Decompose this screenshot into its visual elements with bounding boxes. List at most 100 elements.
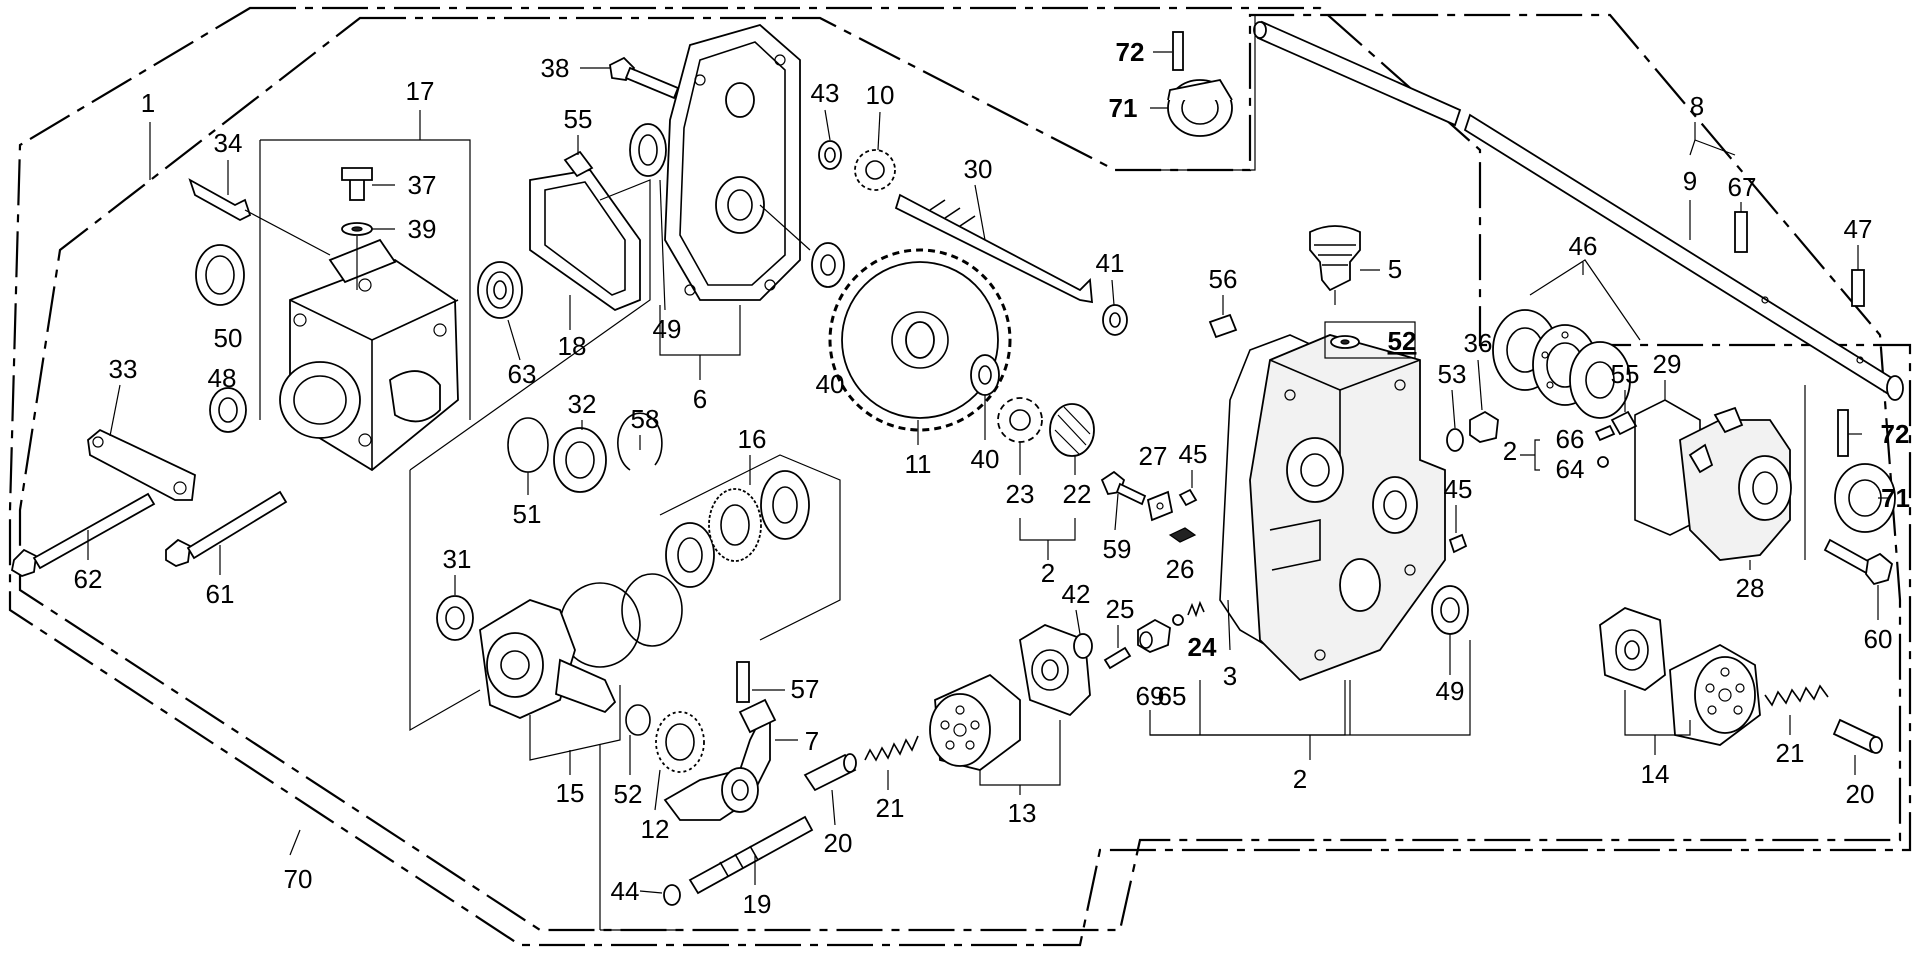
callout-47: 47 (1844, 214, 1873, 244)
callout-16: 16 (738, 424, 767, 454)
callout-33: 33 (109, 354, 138, 384)
callout-24: 24 (1188, 632, 1217, 662)
gear-10 (854, 149, 896, 191)
callout-17: 17 (406, 76, 435, 106)
snap-ring-58 (617, 412, 663, 471)
callout-64: 64 (1556, 454, 1585, 484)
callout-23: 23 (1006, 479, 1035, 509)
bracket-14 (1624, 690, 1691, 736)
pin-72-right (1837, 409, 1849, 457)
callout-49-upper: 49 (653, 314, 682, 344)
callout-11: 11 (905, 449, 932, 479)
thrust-washer-40-upper (811, 242, 845, 288)
leader-70 (289, 829, 301, 856)
thrust-washer-40-lower (970, 354, 1000, 396)
pump-rotor-14 (1669, 643, 1761, 746)
callout-36: 36 (1464, 328, 1493, 358)
pin-25 (1103, 646, 1132, 670)
leader-42 (1075, 609, 1081, 635)
inner-assembly-boundary (18, 13, 1902, 932)
callout-7: 7 (805, 726, 819, 756)
box-52-upper (1324, 321, 1416, 359)
callout-6: 6 (693, 384, 707, 414)
bearing-32 (553, 427, 607, 493)
leader-12 (654, 769, 661, 811)
callout-19: 19 (743, 889, 772, 919)
washer-42 (1073, 633, 1093, 659)
cap-5 (1309, 225, 1361, 305)
callout-18: 18 (558, 331, 587, 361)
callout-13: 13 (1008, 798, 1037, 828)
callout-59: 59 (1103, 534, 1132, 564)
callout-41: 41 (1096, 248, 1125, 278)
callout-20-left: 20 (824, 828, 853, 858)
gear-23 (997, 397, 1043, 443)
callout-72-right: 72 (1881, 419, 1910, 449)
pin-20-right (1832, 718, 1883, 754)
callout-56: 56 (1209, 264, 1238, 294)
nipple-45-a (1178, 488, 1198, 507)
case-cover-6 (664, 24, 801, 301)
oil-seal-48 (209, 387, 247, 433)
leader-59 (1114, 493, 1119, 531)
needle-bearing-16 (708, 488, 762, 562)
callout-22: 22 (1063, 479, 1092, 509)
callout-55-right: 55 (1611, 359, 1640, 389)
bracket-23-22 (1019, 518, 1076, 541)
shaft-19 (688, 815, 814, 895)
callout-46: 46 (1569, 231, 1598, 261)
bracket-16 (659, 454, 841, 641)
snap-ring-52-lower (625, 704, 651, 736)
dowel-pin-55-right (1610, 410, 1638, 436)
leader-3 (1227, 599, 1231, 651)
callout-2-c: 2 (1503, 436, 1517, 466)
bolt-59 (1100, 470, 1147, 506)
pin-57 (736, 661, 750, 703)
leader-41 (1111, 279, 1115, 306)
pin-72-upper (1172, 31, 1184, 71)
callout-52-upper: 52 (1388, 326, 1417, 356)
callout-38: 38 (541, 53, 570, 83)
callout-44: 44 (611, 876, 640, 906)
gear-11 (828, 248, 1012, 432)
bracket-8 (1689, 139, 1736, 156)
callout-66: 66 (1556, 424, 1585, 454)
callout-63: 63 (508, 359, 537, 389)
bolt-38 (609, 56, 680, 100)
callout-27: 27 (1139, 441, 1168, 471)
washer-43 (818, 140, 842, 170)
callout-40-lower: 40 (971, 444, 1000, 474)
pin-67 (1734, 211, 1748, 253)
ball-64 (1597, 456, 1609, 468)
callout-26: 26 (1166, 554, 1195, 584)
callout-8: 8 (1690, 91, 1704, 121)
callout-2-a: 2 (1041, 558, 1055, 588)
callout-30: 30 (964, 154, 993, 184)
circlip-51 (507, 417, 549, 473)
callout-69: 69 (1136, 681, 1165, 711)
callout-67: 67 (1728, 172, 1757, 202)
oil-seal-49-lower (1431, 585, 1469, 635)
bearing-63 (477, 261, 523, 319)
washer-52-upper (1330, 335, 1360, 349)
callout-51: 51 (513, 499, 542, 529)
oil-seal-49-upper (629, 123, 667, 177)
callout-3: 3 (1223, 661, 1237, 691)
callout-29: 29 (1653, 349, 1682, 379)
bracket-2-main (1150, 640, 1471, 736)
oil-seal-50 (195, 244, 245, 306)
callout-50: 50 (214, 323, 243, 353)
leader-33 (109, 384, 121, 437)
callout-61: 61 (206, 579, 235, 609)
callout-72-upper: 72 (1116, 37, 1145, 67)
callout-45-a: 45 (1179, 439, 1208, 469)
callout-65: 65 (1158, 681, 1187, 711)
bracket-66-64 (1520, 439, 1540, 471)
callout-39: 39 (408, 214, 437, 244)
pin-20-left (803, 753, 857, 792)
callout-2-main: 2 (1293, 764, 1307, 794)
bolt-62 (10, 492, 156, 577)
callout-34: 34 (214, 128, 243, 158)
